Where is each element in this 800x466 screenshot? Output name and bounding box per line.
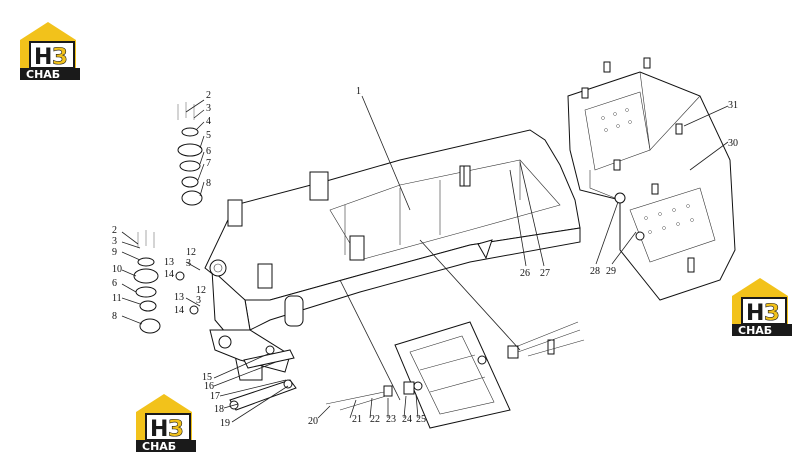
- callout-31: 31: [728, 100, 738, 111]
- callout-6b: 6: [112, 278, 117, 289]
- callout-labels: 1 2 3 4 5 6 7 8 2 3 9 10 6 11 8 13 12 3 …: [112, 86, 738, 429]
- callout-8b: 8: [112, 311, 117, 322]
- hub-assembly-top: [177, 102, 203, 206]
- callout-13: 13: [164, 257, 174, 268]
- callout-28: 28: [590, 266, 600, 277]
- step-assembly: [325, 321, 585, 429]
- callout-24: 24: [402, 414, 412, 425]
- callout-19: 19: [220, 418, 230, 429]
- callout-12: 12: [186, 247, 196, 258]
- callout-4: 4: [206, 116, 211, 127]
- logo-letter-z: З: [764, 301, 780, 326]
- link-arms: [229, 345, 297, 411]
- callout-3c: 3: [186, 258, 191, 269]
- callout-2: 2: [206, 90, 211, 101]
- logo-letter-n: Н: [746, 301, 764, 326]
- callout-27: 27: [540, 268, 550, 279]
- callout-10: 10: [112, 264, 122, 275]
- callout-7: 7: [206, 158, 211, 169]
- callout-14b: 14: [174, 305, 184, 316]
- callout-23: 23: [386, 414, 396, 425]
- logo-letter-n: Н: [150, 417, 168, 442]
- callout-14: 14: [164, 269, 174, 280]
- callout-26: 26: [520, 268, 530, 279]
- callout-30: 30: [728, 138, 738, 149]
- logo-bottom-left: Н З СНАБ: [136, 394, 196, 453]
- callout-29: 29: [606, 266, 616, 277]
- main-frame: [204, 129, 581, 381]
- callout-5: 5: [206, 130, 211, 141]
- callout-12b: 12: [196, 285, 206, 296]
- callout-3b: 3: [112, 236, 117, 247]
- leader-lines: [121, 95, 729, 423]
- logo-plate: [29, 41, 75, 69]
- callout-22: 22: [370, 414, 380, 425]
- callout-20: 20: [308, 416, 318, 427]
- callout-9: 9: [112, 247, 117, 258]
- callout-17: 17: [210, 391, 220, 402]
- callout-18: 18: [214, 404, 224, 415]
- logo-band: [20, 68, 80, 80]
- callout-13b: 13: [174, 292, 184, 303]
- hub-assembly-bottom: [133, 230, 199, 334]
- logo-sub-text: СНАБ: [738, 324, 772, 337]
- callout-2b: 2: [112, 225, 117, 236]
- logo-sub-text: СНАБ: [26, 68, 60, 81]
- logo-band: [732, 324, 792, 336]
- callout-21: 21: [352, 414, 362, 425]
- logo-band: [136, 440, 196, 452]
- callout-11: 11: [112, 293, 122, 304]
- logo-top-left: Н З СНАБ: [20, 22, 80, 81]
- callout-3: 3: [206, 103, 211, 114]
- callout-8: 8: [206, 178, 211, 189]
- logo-letter-z: З: [52, 45, 68, 70]
- callout-3d: 3: [196, 295, 201, 306]
- callout-16: 16: [204, 381, 214, 392]
- logo-sub-text: СНАБ: [142, 440, 176, 453]
- logo-letter-n: Н: [34, 45, 52, 70]
- callout-15: 15: [202, 372, 212, 383]
- callout-6: 6: [206, 146, 211, 157]
- logo-right: Н З СНАБ: [732, 278, 792, 337]
- logo-letter-z: З: [168, 417, 184, 442]
- callout-1: 1: [356, 86, 361, 97]
- callout-25: 25: [416, 414, 426, 425]
- counterweight: [567, 57, 736, 301]
